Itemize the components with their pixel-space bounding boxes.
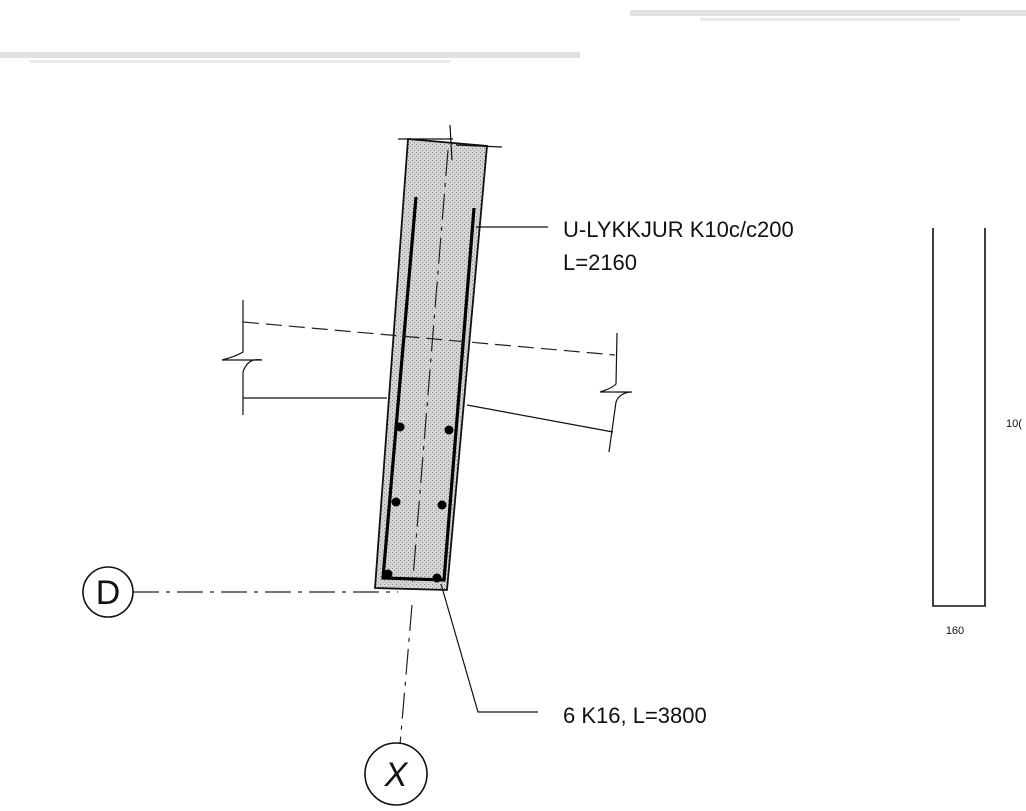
u-stirrup-rebar bbox=[381, 196, 476, 582]
axis-x-line bbox=[399, 604, 413, 746]
grid-bubble-x bbox=[364, 742, 428, 806]
bar-shape-height-label: 10( bbox=[1006, 418, 1022, 430]
stirrup-note-line1: U-LYKKJUR K10c/c200 bbox=[563, 217, 794, 242]
longitudinal-bars bbox=[383, 422, 454, 583]
grid-bubble-d-label: D bbox=[96, 574, 121, 612]
bar-shape-width-label: 160 bbox=[946, 625, 964, 637]
slab-outline bbox=[221, 300, 633, 453]
concrete-wall-section bbox=[374, 138, 488, 591]
grid-bubble-x-label: X bbox=[384, 756, 409, 794]
bar-leader bbox=[440, 583, 538, 713]
bar-note: 6 K16, L=3800 bbox=[563, 703, 707, 728]
wall-edge-extension-right bbox=[455, 144, 503, 148]
wall-centerline bbox=[411, 149, 449, 591]
bar-shape-u bbox=[932, 228, 986, 607]
scan-noise bbox=[0, 10, 1026, 63]
wall-top-break bbox=[449, 124, 453, 161]
stirrup-note-line2: L=2160 bbox=[563, 250, 637, 275]
grid-bubble-d bbox=[82, 566, 134, 618]
